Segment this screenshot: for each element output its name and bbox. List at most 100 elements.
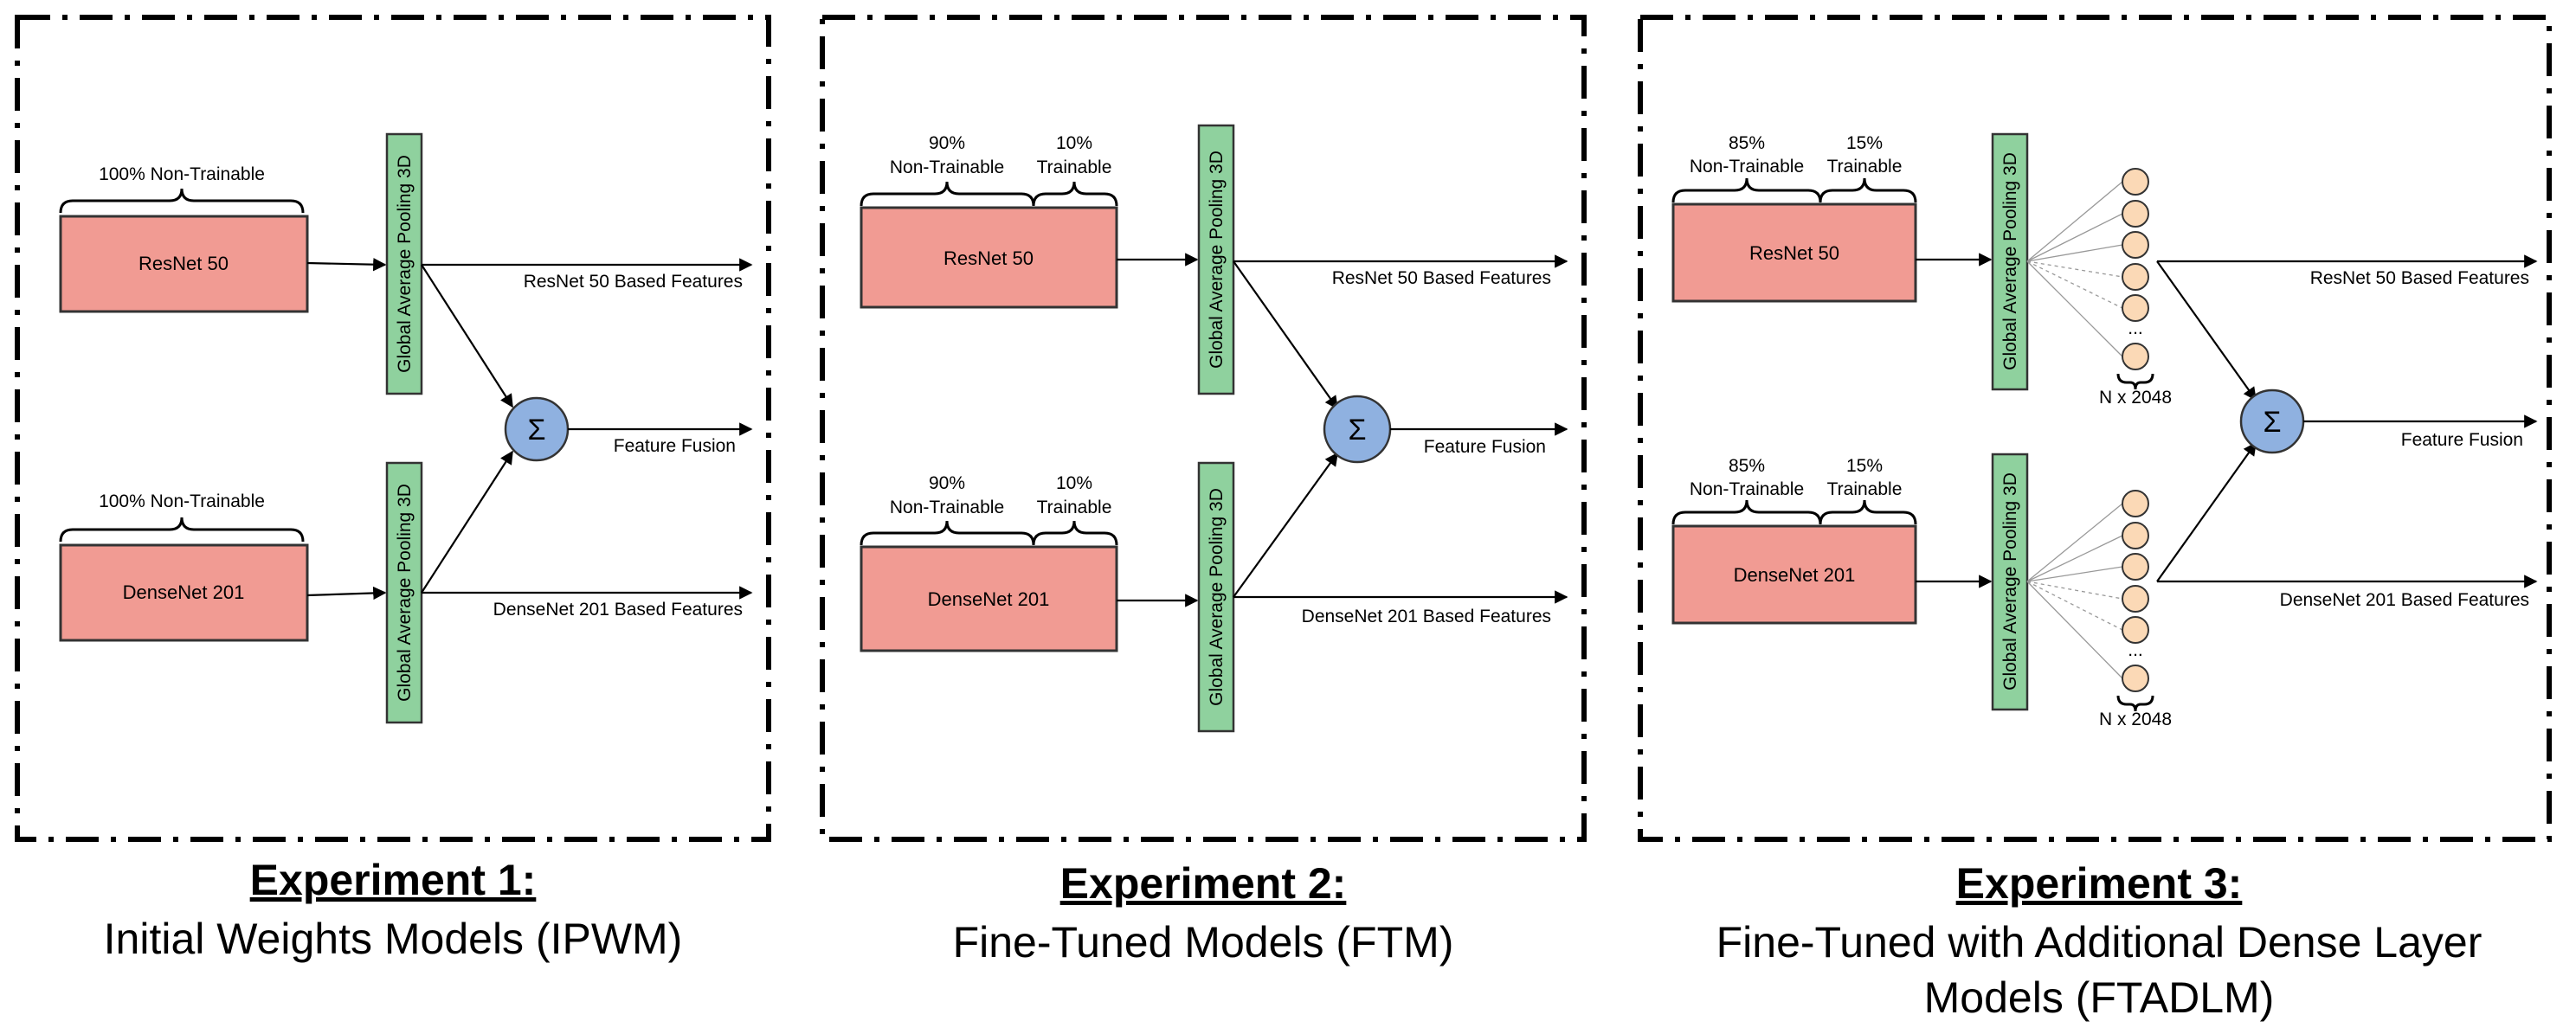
dense-units-brace [2116, 373, 2154, 390]
sum-symbol: Σ [1348, 414, 1366, 446]
densenet-to-sum-arrow [1233, 452, 1338, 598]
panel-frame [820, 15, 1587, 842]
panel-frame [1638, 15, 2552, 842]
resnet-frozen-label: Non-Trainable [1690, 157, 1804, 177]
neuron [2122, 616, 2149, 644]
gap-label: Global Average Pooling 3D [395, 484, 415, 702]
resnet-trainable-brace [1032, 181, 1118, 207]
resnet-features-label: ResNet 50 Based Features [1332, 268, 1551, 288]
connection-line [2026, 181, 2123, 262]
neuron [2122, 665, 2149, 692]
connection-line [2026, 581, 2123, 631]
fusion-label: Feature Fusion [1424, 437, 1546, 457]
resnet-dense-connections [2026, 181, 2123, 357]
densenet-frozen-brace [1671, 499, 1822, 525]
dense-units-brace [2116, 695, 2154, 712]
densenet-dense-connections [2026, 503, 2123, 679]
resnet-frozen-label: Non-Trainable [890, 157, 1004, 177]
connection-line [2026, 566, 2123, 582]
resnet-50-label: ResNet 50 [943, 247, 1034, 269]
resnet-dense-layer: ... [2122, 168, 2149, 370]
gap-label: Global Average Pooling 3D [2000, 152, 2020, 370]
dense-units-label: N x 2048 [2099, 710, 2172, 729]
densenet-frozen-brace [860, 520, 1035, 546]
resnet-50-block [860, 206, 1118, 309]
sum-symbol: Σ [527, 414, 545, 446]
experiment-3-title: Experiment 3: [1955, 859, 2243, 908]
fusion-label: Feature Fusion [2401, 430, 2523, 450]
experiment-1-title: Experiment 1: [249, 856, 537, 904]
connection-line [2026, 503, 2123, 582]
connection-line [2026, 581, 2123, 679]
resnet-to-sum-arrow [1233, 260, 1338, 410]
densenet-trainability-label: 100% Non-Trainable [99, 491, 265, 511]
densenet-trainable-label: Trainable [1037, 498, 1112, 517]
experiment-1-panel: 100% Non-Trainable ResNet 50 Global Aver… [15, 15, 771, 842]
resnet-50-block [1671, 202, 1917, 303]
connection-line [2026, 535, 2123, 582]
gap-block-resnet [385, 132, 423, 395]
densenet-features-label: DenseNet 201 Based Features [1302, 607, 1551, 626]
fusion-label: Feature Fusion [614, 436, 736, 456]
connection-line [2026, 244, 2123, 262]
experiment-2-title: Experiment 2: [1059, 859, 1347, 908]
neuron [2122, 231, 2149, 259]
gap-block-resnet [1197, 124, 1235, 395]
resnet-features-label: ResNet 50 Based Features [2310, 268, 2529, 288]
resnet-to-sum-arrow [421, 264, 513, 408]
densenet-trainable-brace [1819, 499, 1917, 525]
densenet-trainable-brace [1032, 520, 1118, 546]
densenet-201-label: DenseNet 201 [123, 581, 245, 603]
densenet-201-label: DenseNet 201 [928, 588, 1050, 610]
gap-label: Global Average Pooling 3D [1207, 488, 1227, 706]
densenet-brace [59, 517, 305, 543]
densenet-to-sum-arrow [2156, 441, 2257, 582]
densenet-201-block [860, 545, 1118, 652]
experiment-3-subtitle-line1: Fine-Tuned with Additional Dense Layer [1716, 918, 2483, 967]
densenet-frozen-pct: 90% [929, 473, 965, 493]
resnet-trainable-pct: 15% [1846, 133, 1883, 153]
experiment-2-panel: 90% Non-Trainable 10% Trainable ResNet 5… [820, 15, 1587, 842]
experiment-3-panel: 85% Non-Trainable 15% Trainable ResNet 5… [1638, 15, 2552, 842]
densenet-trainable-pct: 10% [1056, 473, 1092, 493]
densenet-to-gap-arrow [306, 586, 387, 600]
neuron [2122, 343, 2149, 370]
densenet-dense-layer: ... [2122, 490, 2149, 692]
resnet-features-label: ResNet 50 Based Features [524, 272, 743, 292]
connection-line [2026, 260, 2123, 278]
densenet-to-sum-arrow [421, 450, 513, 594]
neuron [2122, 585, 2149, 613]
resnet-trainable-label: Trainable [1827, 157, 1903, 177]
experiment-2-subtitle: Fine-Tuned Models (FTM) [952, 918, 1454, 967]
experiment-1-subtitle: Initial Weights Models (IPWM) [103, 915, 683, 963]
neuron [2122, 263, 2149, 291]
resnet-frozen-brace [1671, 177, 1822, 203]
experiment-3-subtitle-line2: Models (FTADLM) [1923, 973, 2275, 1022]
sum-symbol: Σ [2263, 406, 2281, 439]
resnet-50-block [59, 215, 309, 313]
resnet-trainable-label: Trainable [1037, 157, 1112, 177]
resnet-brace [59, 188, 305, 214]
densenet-features-label: DenseNet 201 Based Features [2280, 590, 2529, 610]
neuron [2122, 200, 2149, 228]
connection-line [2026, 581, 2123, 600]
resnet-trainable-pct: 10% [1056, 133, 1092, 153]
neuron [2122, 168, 2149, 196]
resnet-to-sum-arrow [2156, 260, 2257, 401]
resnet-50-label: ResNet 50 [1749, 242, 1839, 264]
densenet-201-block [59, 543, 309, 642]
gap-label: Global Average Pooling 3D [395, 155, 415, 373]
densenet-features-label: DenseNet 201 Based Features [493, 600, 743, 620]
connection-line [2026, 213, 2123, 262]
gap-block-densenet [385, 461, 423, 724]
panel-frame [15, 15, 771, 842]
resnet-to-gap-arrow [306, 257, 387, 272]
neuron [2122, 553, 2149, 581]
densenet-201-label: DenseNet 201 [1734, 564, 1856, 586]
neuron [2122, 490, 2149, 517]
gap-label: Global Average Pooling 3D [1207, 151, 1227, 369]
connection-line [2026, 260, 2123, 309]
resnet-trainability-label: 100% Non-Trainable [99, 164, 265, 184]
resnet-trainable-brace [1819, 177, 1917, 203]
